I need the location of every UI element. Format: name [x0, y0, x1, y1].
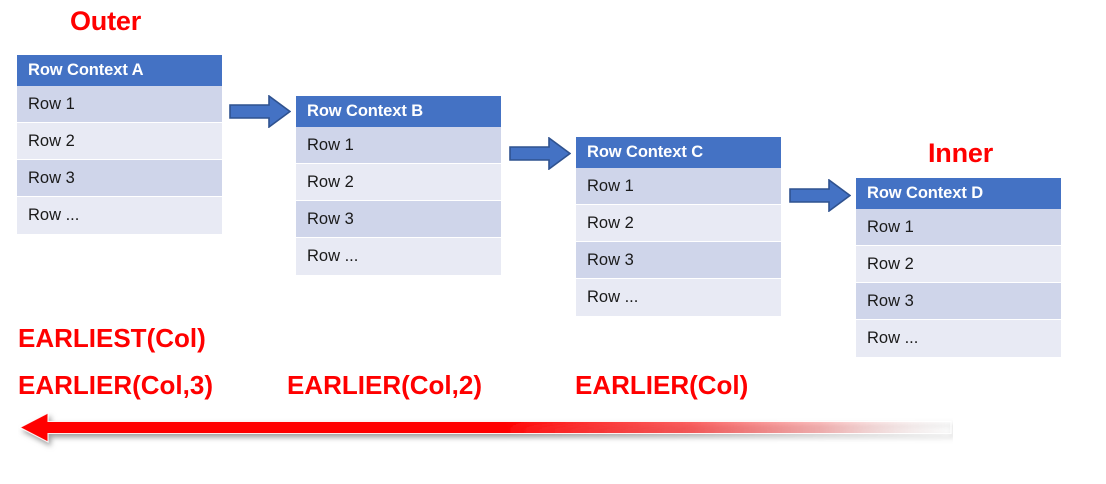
table-row: Row ... [576, 279, 781, 316]
table-row: Row ... [296, 238, 501, 275]
table-a-header: Row Context A [17, 55, 222, 86]
inner-label: Inner [928, 138, 994, 168]
table-row: Row 1 [17, 86, 222, 123]
row-context-table-c: Row Context C Row 1 Row 2 Row 3 Row ... [576, 137, 781, 316]
table-row: Row ... [856, 320, 1061, 357]
table-row: Row 2 [576, 205, 781, 242]
table-c-header: Row Context C [576, 137, 781, 168]
table-row: Row 2 [17, 123, 222, 160]
formula-earlier-col-2: EARLIER(Col,2) [287, 370, 482, 400]
arrow-c-to-d-icon [789, 178, 852, 213]
table-b-header: Row Context B [296, 96, 501, 127]
table-row: Row 3 [576, 242, 781, 279]
formula-earlier-col-3: EARLIER(Col,3) [18, 370, 213, 400]
table-row: Row 3 [856, 283, 1061, 320]
row-context-table-d: Row Context D Row 1 Row 2 Row 3 Row ... [856, 178, 1061, 357]
outer-label: Outer [70, 6, 142, 36]
row-context-table-a: Row Context A Row 1 Row 2 Row 3 Row ... [17, 55, 222, 234]
formula-earlier-col: EARLIER(Col) [575, 370, 749, 400]
table-row: Row 1 [296, 127, 501, 164]
table-row: Row 2 [856, 246, 1061, 283]
table-row: Row ... [17, 197, 222, 234]
table-row: Row 2 [296, 164, 501, 201]
table-row: Row 1 [856, 209, 1061, 246]
formula-earliest-col: EARLIEST(Col) [18, 323, 206, 353]
arrow-b-to-c-icon [509, 136, 572, 171]
table-row: Row 1 [576, 168, 781, 205]
table-row: Row 3 [296, 201, 501, 238]
row-context-table-b: Row Context B Row 1 Row 2 Row 3 Row ... [296, 96, 501, 275]
arrow-a-to-b-icon [229, 94, 292, 129]
table-row: Row 3 [17, 160, 222, 197]
table-d-header: Row Context D [856, 178, 1061, 209]
inner-to-outer-arrow-icon [18, 406, 953, 456]
